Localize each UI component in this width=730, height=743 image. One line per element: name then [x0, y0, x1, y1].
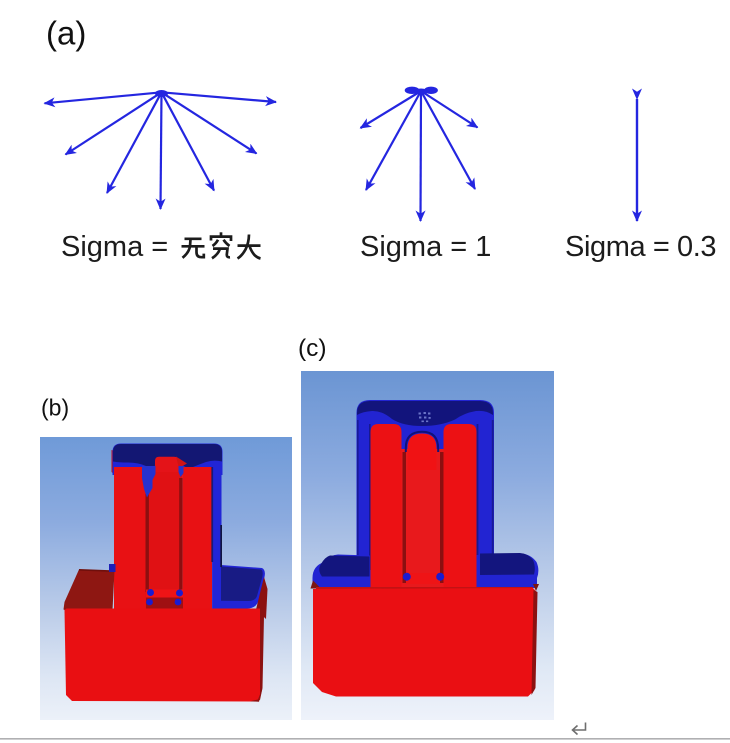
svg-text:Sigma =: Sigma = [61, 231, 168, 263]
svg-text:Sigma = 0.3: Sigma = 0.3 [565, 231, 716, 263]
svg-text:(a): (a) [46, 15, 86, 52]
svg-text:Sigma = 1: Sigma = 1 [360, 231, 491, 263]
svg-text:(c): (c) [298, 335, 327, 362]
svg-text:(b): (b) [41, 395, 69, 421]
